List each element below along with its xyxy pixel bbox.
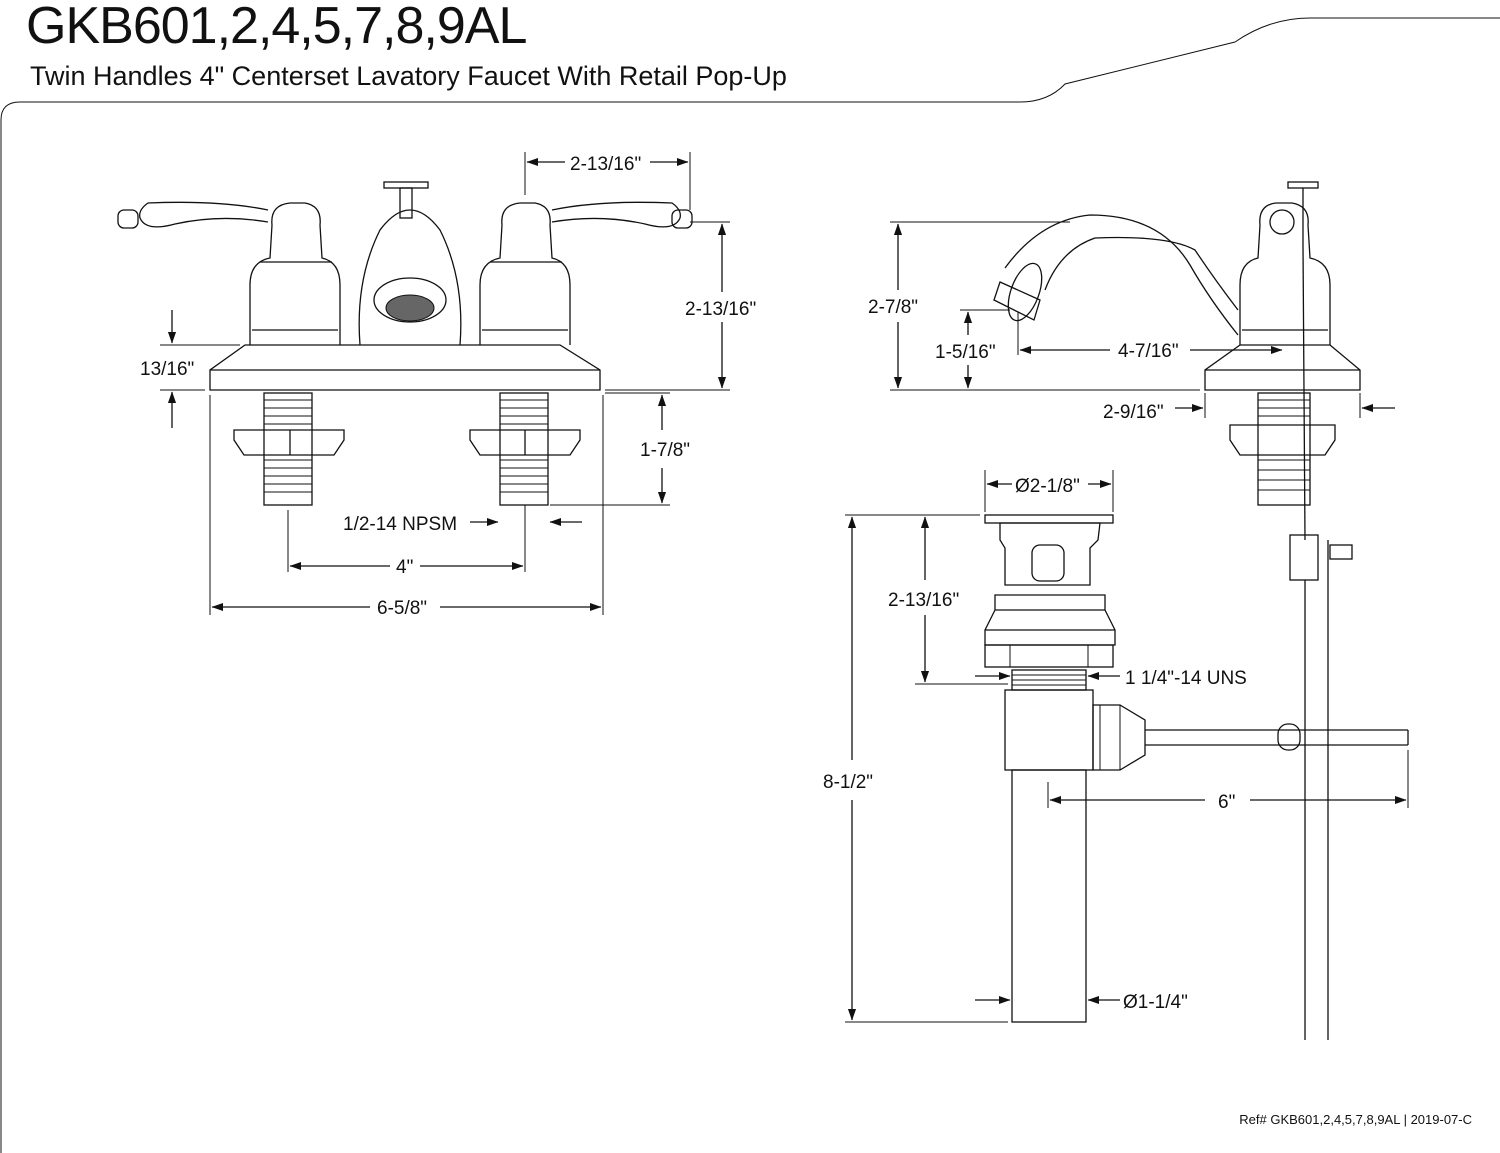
dim-side-spout-height: 1-5/16" (935, 342, 996, 363)
dim-drain-rod-length: 6" (1218, 792, 1235, 813)
dim-drain-diameter: Ø2-1/8" (1015, 476, 1080, 497)
side-view-faucet (993, 181, 1361, 1040)
dim-side-spout-reach: 4-7/16" (1118, 341, 1179, 362)
dim-front-handle-spread: 2-13/16" (570, 154, 641, 175)
side-view-dimensions: 2-7/8" 1-5/16" 4-7/16" 2-9/16" (868, 221, 1395, 423)
pop-up-drain (984, 514, 1409, 1023)
drain-dimensions: Ø2-1/8" 2-13/16" 1 1/4"-14 UNS 8-1/2" 6"… (823, 470, 1409, 1023)
dim-front-base-height: 13/16" (140, 359, 194, 380)
dim-front-height: 2-13/16" (685, 299, 756, 320)
dim-drain-body-height: 2-13/16" (888, 590, 959, 611)
dim-drain-thread: 1 1/4"-14 UNS (1125, 668, 1247, 689)
dim-front-center: 4" (396, 557, 413, 578)
reference-footer: Ref# GKB601,2,4,5,7,8,9AL | 2019-07-C (1239, 1112, 1472, 1127)
dim-front-shank-length: 1-7/8" (640, 440, 690, 461)
aerator-mesh (385, 294, 435, 322)
dim-side-base-depth: 2-9/16" (1103, 402, 1164, 423)
dim-front-thread: 1/2-14 NPSM (343, 514, 457, 535)
front-view-dimensions: 2-13/16" 2-13/16" 13/16" 1-7/8" 1/2-14 N… (140, 152, 756, 619)
front-view-faucet (117, 181, 693, 506)
page-subtitle: Twin Handles 4" Centerset Lavatory Fauce… (30, 61, 787, 91)
dim-drain-tail-diameter: Ø1-1/4" (1123, 992, 1188, 1013)
dim-drain-total-length: 8-1/2" (823, 772, 873, 793)
drawing-frame (0, 17, 1500, 1153)
dim-side-height: 2-7/8" (868, 297, 918, 318)
page-title: GKB601,2,4,5,7,8,9AL (26, 0, 527, 55)
dim-front-overall-width: 6-5/8" (377, 598, 427, 619)
